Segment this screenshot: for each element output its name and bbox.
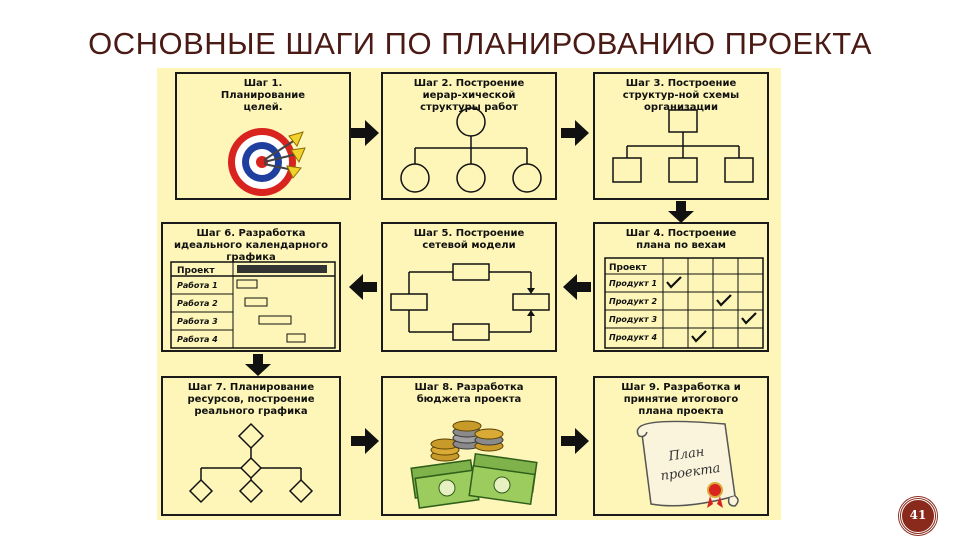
milestone-header: Проект xyxy=(609,263,647,273)
arrow-right-icon xyxy=(561,120,589,146)
step-5-caption: Шаг 5. Построение сетевой модели xyxy=(413,228,525,251)
hierarchy-diagram xyxy=(400,107,542,193)
step-6-box: Шаг 6. Разработка идеального календарног… xyxy=(161,222,341,352)
milestone-row-3: Продукт 3 xyxy=(609,315,657,324)
step-4-caption: Шаг 4. Построение плана по вехам xyxy=(625,228,737,251)
scroll-icon: План проекта xyxy=(636,420,739,508)
gantt-row-3: Работа 3 xyxy=(177,316,218,326)
arrow-left-icon xyxy=(349,274,377,300)
milestone-plan-diagram: Проект Продукт 1 Продукт 2 Продукт 3 Про… xyxy=(604,257,764,349)
step-2-box: Шаг 2. Построение иерар-хической структу… xyxy=(381,72,557,200)
arrow-down-icon xyxy=(668,201,694,223)
scroll-text-line-1: План xyxy=(667,445,706,465)
milestone-row-1: Продукт 1 xyxy=(609,279,657,288)
step-1-box: Шаг 1. Планирование целей. xyxy=(175,72,351,200)
resource-diagram xyxy=(188,422,314,504)
gantt-row-4: Работа 4 xyxy=(177,334,218,344)
step-7-box: Шаг 7. Планирование ресурсов, построение… xyxy=(161,376,341,516)
arrow-down-icon xyxy=(245,354,271,376)
gantt-chart-diagram: Проект Работа 1 Работа 2 Работа 3 Работа… xyxy=(170,261,336,349)
org-structure-diagram xyxy=(612,109,754,183)
milestone-row-2: Продукт 2 xyxy=(609,297,657,306)
step-8-box: Шаг 8. Разработка бюджета проекта xyxy=(381,376,557,516)
step-3-caption: Шаг 3. Построение структур-ной схемы орг… xyxy=(622,78,740,113)
step-9-box: Шаг 9. Разработка и принятие итогового п… xyxy=(593,376,769,516)
arrow-left-icon xyxy=(563,274,591,300)
step-3-box: Шаг 3. Построение структур-ной схемы орг… xyxy=(593,72,769,200)
target-icon xyxy=(228,128,306,196)
check-icon xyxy=(666,276,682,289)
step-1-caption: Шаг 1. Планирование целей. xyxy=(220,78,306,113)
milestone-row-4: Продукт 4 xyxy=(609,333,657,342)
gantt-header: Проект xyxy=(177,266,215,276)
money-icon xyxy=(410,420,538,509)
check-icon xyxy=(691,330,707,343)
page-number-badge: 41 xyxy=(899,497,937,535)
step-8-caption: Шаг 8. Разработка бюджета проекта xyxy=(414,382,524,405)
arrow-right-icon xyxy=(351,120,379,146)
network-model-diagram xyxy=(390,263,550,341)
check-icon xyxy=(741,312,757,325)
gantt-row-2: Работа 2 xyxy=(177,298,218,308)
arrow-right-icon xyxy=(351,428,379,454)
step-7-caption: Шаг 7. Планирование ресурсов, построение… xyxy=(187,382,315,417)
step-4-box: Шаг 4. Построение плана по вехам Проект … xyxy=(593,222,769,352)
arrow-right-icon xyxy=(561,428,589,454)
slide-title: ОСНОВНЫЕ ШАГИ ПО ПЛАНИРОВАНИЮ ПРОЕКТА xyxy=(88,26,872,61)
seal-icon xyxy=(707,482,723,498)
gantt-row-1: Работа 1 xyxy=(177,280,218,290)
steps-panel: Шаг 1. Планирование целей. Шаг 2. Постро… xyxy=(157,68,781,520)
check-icon xyxy=(716,294,732,307)
step-6-caption: Шаг 6. Разработка идеального календарног… xyxy=(173,228,329,263)
step-5-box: Шаг 5. Построение сетевой модели xyxy=(381,222,557,352)
step-9-caption: Шаг 9. Разработка и принятие итогового п… xyxy=(621,382,741,417)
